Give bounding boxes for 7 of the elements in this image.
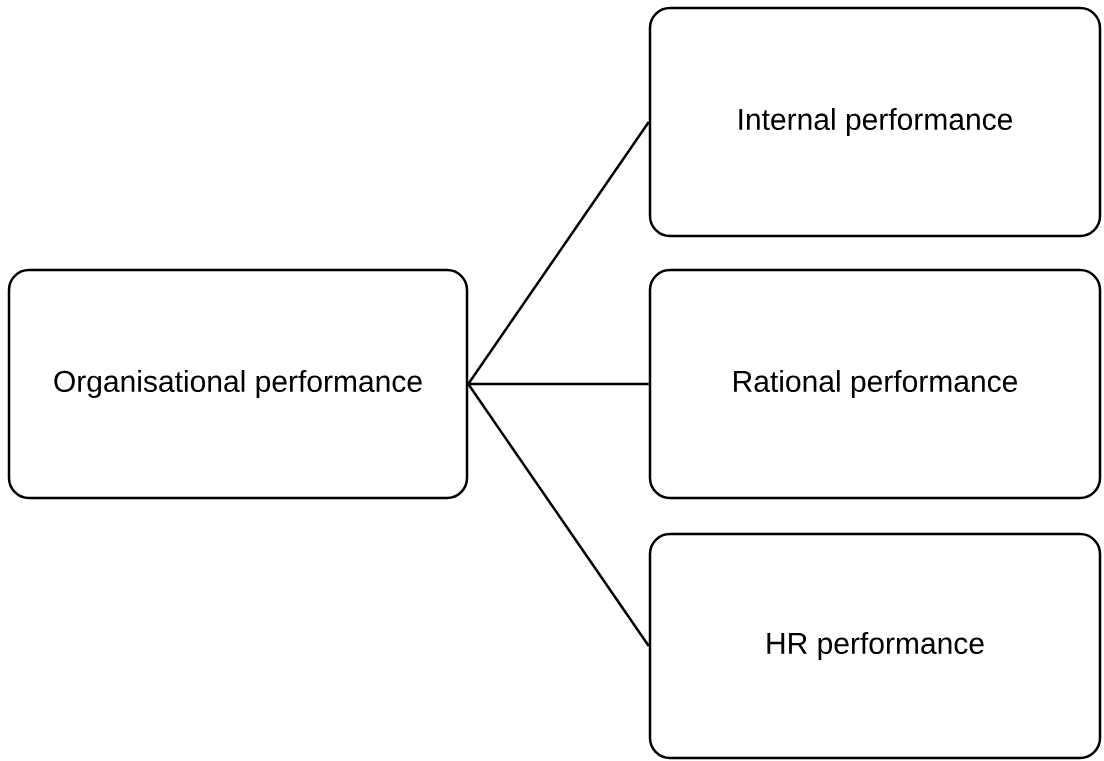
process-box: Rational performance [648, 268, 1102, 500]
connector-line [467, 121, 650, 385]
process-box: Internal performance [648, 6, 1102, 238]
connector-line [467, 383, 650, 647]
process-box: Organisational performance [7, 268, 469, 500]
connector-line [468, 382, 649, 386]
process-box: HR performance [648, 532, 1102, 760]
